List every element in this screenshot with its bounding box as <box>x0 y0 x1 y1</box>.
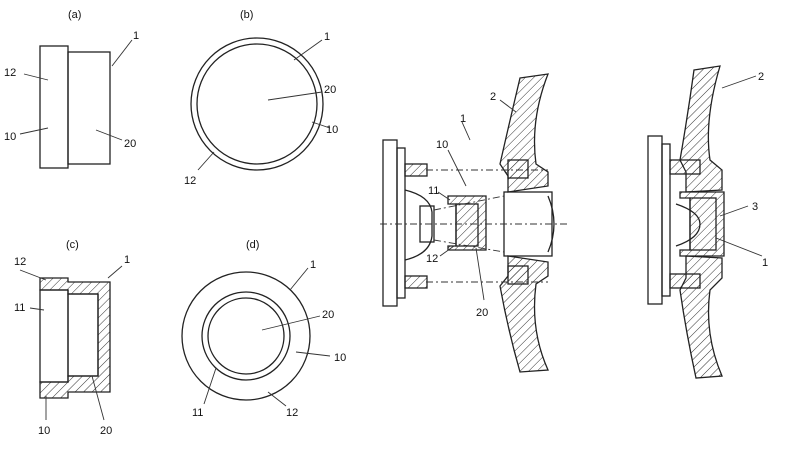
knuckle-bore-arc <box>547 195 555 253</box>
hub-pilot <box>675 203 701 247</box>
installed-sleeve <box>679 191 725 257</box>
wheel-disc <box>382 139 398 307</box>
bolt-upper <box>669 159 701 175</box>
label-12: 12 <box>286 407 298 419</box>
bolt-lower <box>404 275 428 289</box>
bolt-upper <box>404 163 428 177</box>
section-wall <box>39 277 111 399</box>
label-11: 11 <box>428 185 439 197</box>
wheel-disc-inner <box>661 143 671 297</box>
panel-b: (b) 1 20 10 12 <box>184 9 338 187</box>
flange-bore <box>39 289 69 383</box>
knuckle-lower <box>499 255 549 373</box>
label-20: 20 <box>100 425 112 437</box>
label-10: 10 <box>436 139 448 151</box>
label-20: 20 <box>322 309 334 321</box>
panel-c: (c) 12 1 11 10 20 <box>14 239 130 437</box>
panel-a: (a) 1 12 10 20 <box>4 9 139 169</box>
wheel-disc <box>647 135 663 305</box>
panel-a-caption: (a) <box>68 9 81 21</box>
label-10: 10 <box>38 425 50 437</box>
label-1: 1 <box>762 257 768 269</box>
label-12: 12 <box>14 256 26 268</box>
label-10: 10 <box>326 124 338 136</box>
label-3: 3 <box>752 201 758 213</box>
label-2: 2 <box>490 91 496 103</box>
label-12: 12 <box>4 67 16 79</box>
outer-flange-ring <box>181 271 311 401</box>
nut-lower <box>507 265 529 285</box>
wheel-disc-inner <box>396 147 406 299</box>
label-1: 1 <box>133 30 139 42</box>
sleeve-bore <box>689 197 717 251</box>
label-10: 10 <box>334 352 346 364</box>
label-1: 1 <box>124 254 130 266</box>
flange-rim <box>39 45 69 169</box>
sleeve-ring <box>201 291 291 381</box>
panel-c-caption: (c) <box>66 239 79 251</box>
label-20: 20 <box>124 138 136 150</box>
label-12: 12 <box>426 253 438 265</box>
panel-d: (d) 1 20 10 11 12 <box>181 239 346 419</box>
label-2: 2 <box>758 71 764 83</box>
assembled-view: 2 3 1 <box>647 65 768 379</box>
sleeve-body <box>67 51 111 165</box>
label-11: 11 <box>14 302 25 314</box>
label-1: 1 <box>460 113 466 125</box>
label-12: 12 <box>184 175 196 187</box>
label-1: 1 <box>324 31 330 43</box>
outer-ring <box>190 37 324 171</box>
inner-ring <box>196 43 318 165</box>
label-11: 11 <box>192 407 203 419</box>
label-1: 1 <box>310 259 316 271</box>
panel-d-caption: (d) <box>246 239 259 251</box>
label-20: 20 <box>324 84 336 96</box>
nut-upper <box>507 159 529 179</box>
sleeve-bore <box>67 293 99 377</box>
bore-ring <box>207 297 285 375</box>
sleeve-part <box>447 195 487 251</box>
hub-cone <box>404 189 433 261</box>
label-10: 10 <box>4 131 16 143</box>
bolt-lower <box>669 273 701 289</box>
exploded-view: 2 10 1 11 12 20 <box>380 73 570 373</box>
label-20: 20 <box>476 307 488 319</box>
panel-b-caption: (b) <box>240 9 253 21</box>
